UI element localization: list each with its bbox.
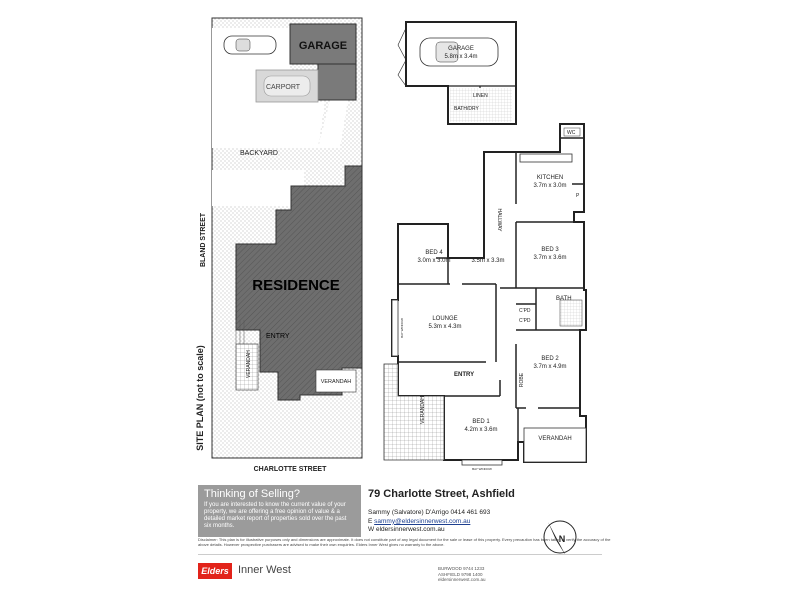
fp-car-roof — [435, 41, 459, 63]
sell-body: If you are interested to know the curren… — [204, 502, 347, 529]
fp-left-verandah-label: VERANDAH — [420, 396, 426, 424]
elders-logo: Elders — [198, 563, 232, 579]
site-side-verandah-label: VERANDAH — [246, 350, 252, 378]
fp-bath-label: BATH — [556, 296, 572, 302]
agent-web-label: W — [368, 526, 375, 533]
fp-bed3-size: 3.7m x 3.6m — [533, 255, 566, 261]
charlotte-street-label: CHARLOTTE STREET — [254, 466, 327, 473]
fp-kitchen-bench — [519, 153, 573, 163]
agent-name: Sammy (Salvatore) D'Arrigo 0414 461 693 — [368, 509, 491, 516]
fp-cpd2-label: C'PD — [519, 318, 531, 324]
agent-email-label: E — [368, 517, 373, 525]
site-plan: GARAGE CARPORT BACKYARD RESIDENCE ENTRY … — [195, 17, 363, 473]
site-front-verandah — [315, 369, 357, 393]
site-residence-label: RESIDENCE — [252, 277, 340, 294]
bland-street-label: BLAND STREET — [200, 212, 207, 267]
fp-kitchen-label: KITCHEN — [537, 175, 563, 181]
fp-bay-window-2-label: BAY WINDOW — [472, 467, 492, 471]
brand-bar: Elders Inner West — [198, 554, 602, 589]
site-residence — [235, 165, 363, 401]
fp-wc-icon — [563, 127, 581, 137]
fp-cpd1-label: C'PD — [519, 308, 531, 314]
office-line-3: eldersinnerwest.com.au — [438, 577, 486, 582]
backyard-lawn — [212, 170, 304, 206]
fp-dining-size: 3.5m x 3.3m — [471, 258, 504, 264]
fp-car-icon — [419, 37, 499, 67]
fp-bed1-size: 4.2m x 3.6m — [464, 427, 497, 433]
fp-bath-dry-floor — [450, 88, 512, 122]
path — [318, 100, 348, 148]
fp-lounge-bay-window — [391, 299, 399, 357]
fp-pantry-label: P — [576, 193, 580, 199]
fp-bed2-size: 3.7m x 4.9m — [533, 364, 566, 370]
fp-bath-floor — [559, 299, 583, 327]
fp-labels: GARAGE 5.8m x 3.4m LINEN BATH/DRY WC KIT… — [400, 46, 580, 471]
agent-web-row: W eldersinnerwest.com.au — [368, 526, 490, 535]
fp-bed4-size: 3.0m x 3.0m — [417, 258, 450, 264]
fp-bath-dry-label: BATH/DRY — [454, 106, 479, 112]
floor-plan — [383, 21, 587, 466]
site-backyard-label: BACKYARD — [240, 150, 278, 157]
carport-car-icon — [263, 75, 311, 97]
fp-bed2-label: BED 2 — [541, 356, 559, 362]
fp-linen-label: LINEN — [473, 93, 488, 99]
fp-wc-label: WC — [567, 130, 576, 136]
site-side-verandah — [235, 343, 259, 391]
site-carport-label: CARPORT — [266, 84, 301, 91]
site-front-steps — [235, 320, 245, 344]
car-icon — [223, 35, 277, 55]
sell-title: Thinking of Selling? — [204, 488, 301, 500]
fp-lounge-label: LOUNGE — [432, 316, 457, 322]
fp-garage-label: GARAGE — [448, 46, 474, 52]
fp-garage-door — [397, 27, 407, 87]
brand-name: Inner West — [238, 564, 291, 576]
fp-bed1-bay-window — [461, 459, 503, 466]
agent-email-row: E sammy@eldersinnerwest.com.au — [368, 518, 490, 527]
fp-right-verandah — [523, 427, 587, 463]
fp-bed1-label: BED 1 — [472, 419, 490, 425]
agent-web-link[interactable]: eldersinnerwest.com.au — [375, 526, 445, 533]
site-front-verandah-label: VERANDAH — [321, 379, 352, 385]
thinking-of-selling-box: Thinking of Selling? If you are interest… — [198, 485, 361, 537]
compass-label: N — [559, 534, 566, 544]
site-garage-rear — [317, 63, 357, 101]
disclaimer: Disclaimer: This plan is for illustrativ… — [198, 537, 611, 547]
site-plan-title: SITE PLAN (not to scale) — [195, 345, 205, 451]
fp-left-verandah — [383, 363, 445, 461]
agent-details: Sammy (Salvatore) D'Arrigo 0414 461 693 … — [368, 509, 490, 535]
compass-icon: N — [543, 520, 577, 556]
fp-right-verandah-label: VERANDAH — [538, 436, 571, 442]
fp-lounge-size: 5.3m x 4.3m — [428, 324, 461, 330]
site-garage-label: GARAGE — [299, 40, 347, 52]
fp-bed3-label: BED 3 — [541, 247, 559, 253]
office-contacts: BURWOOD 9744 1233 ASHFIELD 9798 1400 eld… — [438, 566, 486, 583]
property-address: 79 Charlotte Street, Ashfield — [368, 488, 515, 500]
fp-entry-label: ENTRY — [454, 372, 474, 378]
fp-bed4-label: BED 4 — [425, 250, 443, 256]
site-entry-label: ENTRY — [266, 333, 290, 340]
fp-robe-label: ROBE — [519, 372, 525, 387]
fp-interior-walls — [398, 137, 586, 442]
office-line-1: BURWOOD 9744 1233 — [438, 566, 485, 571]
fp-bay-window-label: BAY WINDOW — [400, 318, 404, 338]
agent-email-link[interactable]: sammy@eldersinnerwest.com.au — [374, 517, 471, 525]
fp-garage-size: 5.8m x 3.4m — [444, 54, 477, 60]
fp-kitchen-size: 3.7m x 3.0m — [533, 183, 566, 189]
office-line-2: ASHFIELD 9798 1400 — [438, 571, 483, 577]
fp-hallway-label: HALLWAY — [496, 209, 502, 233]
